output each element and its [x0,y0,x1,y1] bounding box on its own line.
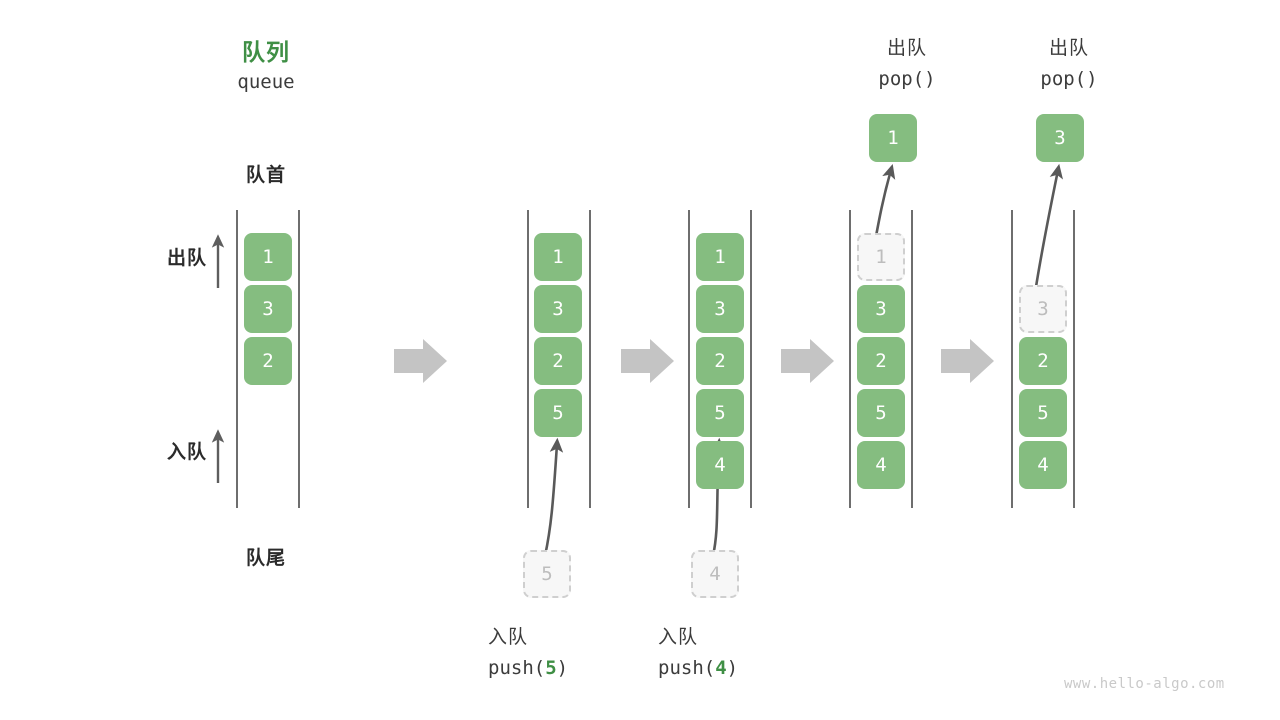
queue-cell: 2 [696,337,744,385]
queue-cell: 1 [244,233,292,281]
queue-cell-new: 5 [534,389,582,437]
queue-cell-new: 4 [696,441,744,489]
queue-cell: 3 [244,285,292,333]
queue-cell: 4 [857,441,905,489]
code-prefix: pop( [878,68,925,90]
queue-cell: 3 [857,285,905,333]
code-suffix: ) [556,657,569,679]
queue-rails [236,210,1075,508]
code-suffix: ) [924,68,936,90]
operation-label-cn: 出队 [1048,37,1089,59]
code-arg: 5 [545,657,557,679]
code-suffix: ) [726,657,739,679]
enqueue-direction-label: 入队 [166,441,207,463]
incoming-ghost-cell: 4 [691,550,739,598]
popped-result-cell: 3 [1036,114,1084,162]
queue-cell: 2 [857,337,905,385]
queue-cell: 1 [696,233,744,281]
code-prefix: push( [658,657,716,679]
queue-cell: 5 [857,389,905,437]
operation-label-code: push(5) [488,657,668,679]
code-arg: 4 [715,657,727,679]
operation-label-code: push(4) [658,657,838,679]
code-prefix: pop( [1040,68,1087,90]
code-prefix: push( [488,657,546,679]
page-subtitle: queue [237,71,295,93]
queue-cell: 4 [1019,441,1067,489]
page-title: 队列 [242,40,290,66]
incoming-ghost-cell: 5 [523,550,571,598]
motion-arrows [543,163,1063,557]
removed-ghost-cell: 3 [1019,285,1067,333]
dequeue-direction-label: 出队 [166,247,207,269]
operation-label-cn: 出队 [886,37,927,59]
operation-label-cn: 入队 [658,626,699,648]
queue-cell: 1 [534,233,582,281]
front-label: 队首 [245,164,286,186]
queue-cell: 5 [696,389,744,437]
queue-cell: 2 [534,337,582,385]
code-suffix: ) [1086,68,1098,90]
removed-ghost-cell: 1 [857,233,905,281]
watermark: www.hello-algo.com [1064,676,1225,692]
operation-label-code: pop() [852,68,962,90]
queue-cell: 5 [1019,389,1067,437]
queue-cell: 2 [244,337,292,385]
operation-label-cn: 入队 [488,626,529,648]
popped-result-cell: 1 [869,114,917,162]
operation-label-code: pop() [1014,68,1124,90]
queue-cell: 3 [696,285,744,333]
queue-cell: 3 [534,285,582,333]
rear-label: 队尾 [245,547,286,569]
queue-cell: 2 [1019,337,1067,385]
